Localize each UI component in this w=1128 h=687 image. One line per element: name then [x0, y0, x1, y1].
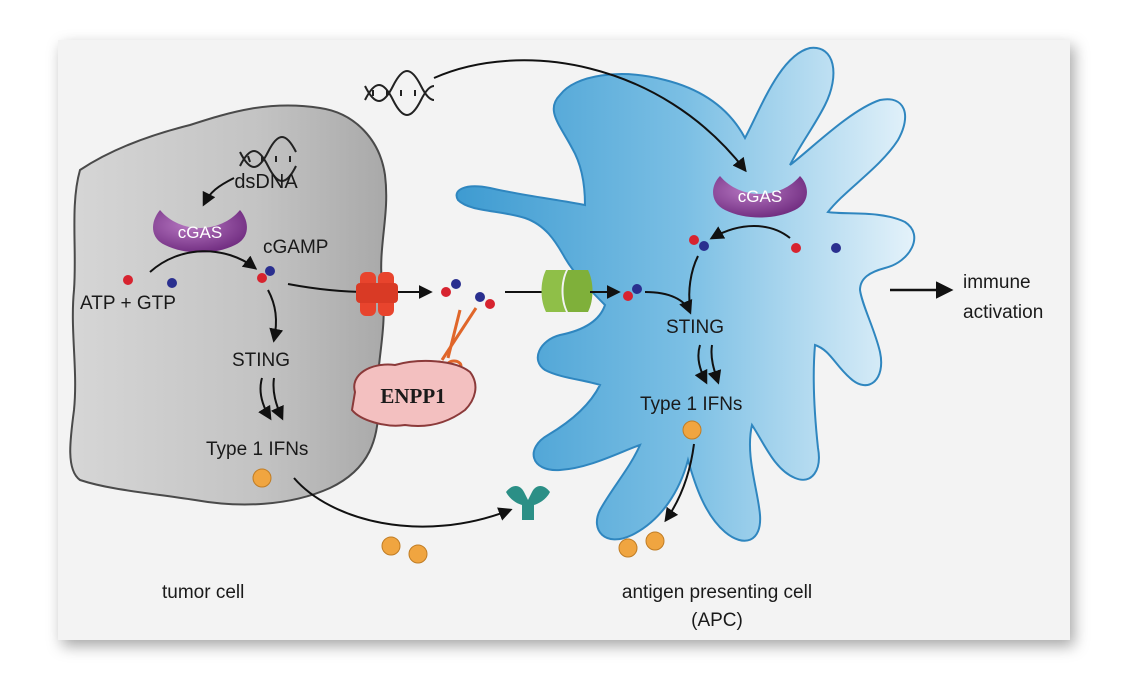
atp-gtp-label: ATP + GTP	[80, 293, 176, 314]
atp-dot-apc	[791, 243, 801, 253]
sting-apc-label: STING	[666, 317, 724, 338]
dna-icon-extracellular	[364, 70, 435, 116]
ifn-dot-apc-out-2	[645, 531, 665, 551]
arrow-dsdna-to-cgas	[202, 177, 235, 207]
sting-tumor-label: STING	[232, 350, 290, 371]
arrow-import-to-sting	[644, 291, 693, 315]
tumor-cell-shape	[69, 104, 388, 506]
cgamp-exporter-red	[356, 272, 398, 316]
cgamp-molecules-extracellular	[441, 279, 495, 309]
atp-dot	[123, 275, 133, 285]
arrow-ifn-to-receptor	[293, 477, 513, 528]
apc-label-2: (APC)	[691, 610, 743, 631]
cgas-enzyme-tumor: cGAS	[153, 210, 247, 253]
ifn-receptor	[506, 486, 550, 520]
arrow-sting-to-ifn-tumor-2	[270, 377, 284, 421]
tumor-cell-label: tumor cell	[162, 582, 244, 603]
cgamp-molecule-tumor	[257, 266, 275, 283]
arrow-dna-to-apc-cgas	[433, 59, 747, 173]
arrow-sting-to-ifn-apc-1	[694, 344, 708, 385]
ifn-dot-tumor	[252, 468, 272, 488]
immune-label-1: immune	[963, 272, 1031, 293]
gtp-dot-apc	[831, 243, 841, 253]
ifn-dot-out-1	[381, 536, 401, 556]
dsdna-label: dsDNA	[234, 171, 298, 193]
apc-label-1: antigen presenting cell	[622, 582, 812, 603]
apc-cell-shape	[455, 46, 916, 542]
arrow-ifn-secretion-apc	[664, 443, 695, 523]
cgas-apc-label: cGAS	[738, 187, 782, 206]
cgas-tumor-label: cGAS	[178, 223, 222, 242]
cgamp-molecule-apc-synth	[689, 235, 709, 251]
enpp1-label: ENPP1	[380, 384, 445, 408]
cgamp-molecule-apc-import	[623, 284, 642, 301]
immune-label-2: activation	[963, 302, 1043, 323]
cgamp-importer-green	[541, 270, 593, 312]
ifn-dot-apc	[682, 420, 702, 440]
ifn-apc-label: Type 1 IFNs	[640, 394, 742, 415]
ifn-dot-out-2	[408, 544, 428, 564]
cgas-enzyme-apc: cGAS	[713, 176, 807, 218]
arrow-sting-to-ifn-tumor-1	[258, 377, 272, 421]
ifn-dot-apc-out-1	[618, 538, 638, 558]
gtp-dot	[167, 278, 177, 288]
arrow-sting-to-ifn-apc-2	[707, 344, 722, 385]
arrow-atp-to-cgamp	[149, 250, 258, 273]
arrow-atp-to-cgamp-apc	[709, 225, 791, 240]
dna-icon-tumor	[239, 136, 297, 182]
ifn-tumor-label: Type 1 IFNs	[206, 439, 308, 460]
arrow-cgamp-to-sting	[267, 289, 284, 343]
enpp1-enzyme: ENPP1	[350, 360, 477, 428]
cgamp-label: cGAMP	[263, 237, 328, 258]
